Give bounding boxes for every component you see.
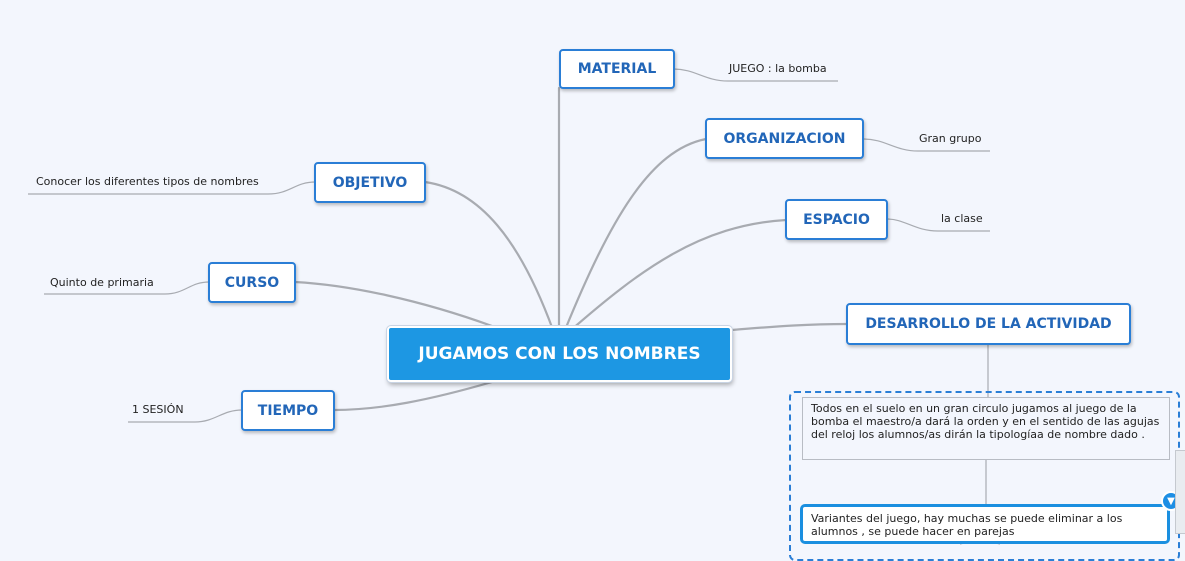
central-topic[interactable]: JUGAMOS CON LOS NOMBRES <box>387 326 732 382</box>
leaf-link-espacio <box>886 218 990 232</box>
branch-material[interactable]: MATERIAL <box>559 49 675 89</box>
leaf-link-material <box>673 68 838 82</box>
branch-desarrollo[interactable]: DESARROLLO DE LA ACTIVIDAD <box>846 303 1131 345</box>
note-variantes[interactable]: Variantes del juego, hay muchas se puede… <box>800 504 1170 544</box>
connector-curso <box>293 280 494 328</box>
connector-espacio <box>569 218 788 332</box>
connector-tiempo <box>332 380 494 412</box>
connector-desarrollo <box>730 322 849 332</box>
branch-espacio[interactable]: ESPACIO <box>785 199 888 240</box>
leaf-espacio[interactable]: la clase <box>941 212 983 225</box>
leaf-tiempo[interactable]: 1 SESIÓN <box>132 403 184 416</box>
branch-organizacion[interactable]: ORGANIZACION <box>705 118 864 159</box>
leaf-link-curso <box>44 281 210 295</box>
connector-organizacion <box>563 137 708 332</box>
leaf-material[interactable]: JUEGO : la bomba <box>729 62 827 75</box>
note-descripcion[interactable]: Todos en el suelo en un gran circulo jug… <box>802 397 1170 460</box>
connector-objetivo <box>423 180 555 332</box>
leaf-objetivo[interactable]: Conocer los diferentes tipos de nombres <box>36 175 259 188</box>
leaf-link-objetivo <box>28 181 316 195</box>
branch-objetivo[interactable]: OBJETIVO <box>314 162 426 203</box>
leaf-curso[interactable]: Quinto de primaria <box>50 276 154 289</box>
branch-curso[interactable]: CURSO <box>208 262 296 303</box>
branch-tiempo[interactable]: TIEMPO <box>241 390 335 431</box>
side-toolbar-widget[interactable] <box>1175 450 1185 534</box>
leaf-organizacion[interactable]: Gran grupo <box>919 132 982 145</box>
leaf-link-tiempo <box>128 409 243 423</box>
leaf-link-organizacion <box>863 138 990 152</box>
